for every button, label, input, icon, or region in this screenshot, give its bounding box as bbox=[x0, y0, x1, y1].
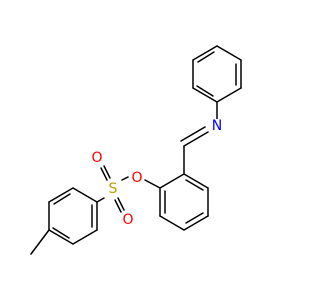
bond bbox=[72, 229, 98, 245]
bond bbox=[183, 215, 209, 231]
atom-o1: O bbox=[130, 170, 144, 186]
atom-label: O bbox=[122, 212, 133, 228]
bond bbox=[216, 87, 242, 103]
atom-label: S bbox=[109, 181, 118, 197]
bond bbox=[48, 187, 74, 203]
atom-label: N bbox=[212, 118, 222, 134]
atom-label: O bbox=[91, 150, 102, 166]
bond bbox=[52, 227, 70, 239]
bond bbox=[183, 173, 209, 189]
bond bbox=[114, 199, 122, 213]
bond bbox=[192, 87, 218, 103]
bond bbox=[117, 197, 125, 211]
bond bbox=[192, 45, 218, 61]
bond bbox=[159, 173, 185, 189]
atom-n1: N bbox=[210, 118, 224, 134]
bond bbox=[72, 187, 98, 203]
bond bbox=[144, 179, 161, 189]
bond bbox=[197, 51, 215, 63]
bond bbox=[121, 176, 129, 181]
bond bbox=[100, 167, 108, 181]
atom-label: O bbox=[131, 170, 142, 186]
bond bbox=[185, 212, 204, 224]
atom-labels: N O S O O bbox=[90, 118, 224, 228]
atom-s1: S bbox=[106, 181, 120, 197]
bond bbox=[183, 131, 209, 147]
bond bbox=[159, 215, 185, 231]
bond bbox=[96, 197, 105, 203]
molecule-diagram: N O S O O bbox=[30, 45, 242, 255]
bond bbox=[48, 229, 74, 245]
atom-o2: O bbox=[90, 150, 104, 166]
bond bbox=[103, 165, 111, 179]
atom-o3: O bbox=[121, 212, 135, 228]
bond bbox=[216, 45, 242, 61]
bonds bbox=[30, 45, 242, 255]
bond bbox=[30, 229, 50, 255]
bond bbox=[180, 126, 206, 142]
bond bbox=[196, 85, 214, 97]
bond bbox=[53, 193, 71, 205]
bond bbox=[185, 179, 204, 191]
